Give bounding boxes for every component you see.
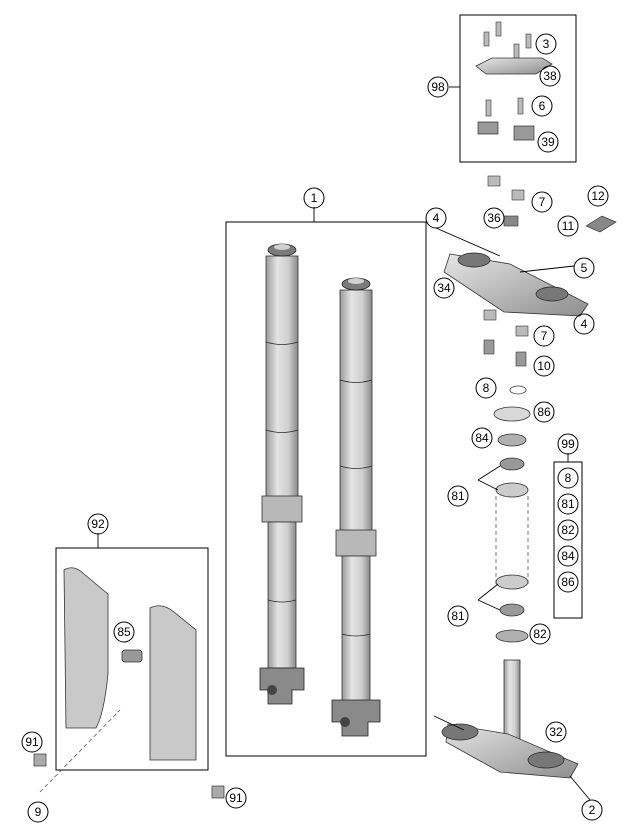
callout-81-upper[interactable]: 81: [447, 485, 469, 507]
callout-92[interactable]: 92: [87, 513, 109, 535]
callout-32[interactable]: 32: [545, 721, 567, 743]
callout-99[interactable]: 99: [557, 433, 579, 455]
svg-text:8: 8: [483, 381, 490, 395]
screw-right: [211, 785, 225, 799]
callout-36[interactable]: 36: [483, 207, 505, 229]
callout-7-lower[interactable]: 7: [533, 325, 555, 347]
handlebar-clamp-group: [449, 14, 577, 163]
svg-text:5: 5: [581, 261, 588, 275]
fork-guard-left: [63, 567, 109, 729]
callout-3[interactable]: 3: [535, 33, 557, 55]
kit-99-item: 86: [561, 575, 575, 589]
kit-99-list: 8 81 82 84 86: [553, 453, 583, 619]
svg-text:10: 10: [537, 359, 551, 373]
callout-91-right[interactable]: 91: [225, 787, 247, 809]
svg-text:7: 7: [541, 329, 548, 343]
callout-10[interactable]: 10: [533, 355, 555, 377]
bolt-line: [435, 227, 501, 257]
callout-82[interactable]: 82: [529, 623, 551, 645]
callout-1[interactable]: 1: [303, 187, 325, 209]
fork-guard-right: [149, 605, 197, 761]
clamp-kit-frame: [459, 14, 577, 163]
svg-text:85: 85: [117, 625, 131, 639]
svg-text:91: 91: [229, 791, 243, 805]
fork-guard-frame: [55, 547, 209, 771]
svg-text:38: 38: [543, 69, 557, 83]
svg-text:98: 98: [431, 80, 445, 94]
callout-85[interactable]: 85: [113, 621, 135, 643]
svg-text:6: 6: [539, 99, 546, 113]
callout-5[interactable]: 5: [573, 257, 595, 279]
callout-7-upper[interactable]: 7: [531, 191, 553, 213]
kit-99-frame: [553, 461, 583, 619]
callout-39[interactable]: 39: [537, 131, 559, 153]
callout-9[interactable]: 9: [27, 801, 49, 823]
upper-triple-clamp: [435, 175, 617, 367]
svg-text:86: 86: [537, 405, 551, 419]
svg-text:1: 1: [311, 191, 318, 205]
callout-6[interactable]: 6: [531, 95, 553, 117]
callout-34[interactable]: 34: [433, 277, 455, 299]
callout-2[interactable]: 2: [581, 799, 603, 821]
callout-11[interactable]: 11: [557, 215, 579, 237]
callout-38[interactable]: 38: [539, 65, 561, 87]
svg-text:81: 81: [451, 609, 465, 623]
callouts: 1 2 3 4 4 5 6 7 7 8 9 10 11 12 32 34 36 …: [21, 33, 609, 823]
svg-text:4: 4: [581, 317, 588, 331]
svg-text:91: 91: [25, 735, 39, 749]
kit-99-item: 81: [561, 497, 575, 511]
svg-text:34: 34: [437, 281, 451, 295]
callout-84[interactable]: 84: [471, 427, 493, 449]
callout-98[interactable]: 98: [427, 76, 449, 98]
svg-text:2: 2: [589, 803, 596, 817]
svg-text:36: 36: [487, 211, 501, 225]
callout-4-lower[interactable]: 4: [573, 313, 595, 335]
svg-text:3: 3: [543, 37, 550, 51]
callout-86[interactable]: 86: [533, 401, 555, 423]
svg-text:9: 9: [35, 805, 42, 819]
kit-99-item: 82: [561, 523, 575, 537]
kit-99-item: 84: [561, 549, 575, 563]
fork-group: [225, 207, 427, 757]
callout-81-lower[interactable]: 81: [447, 605, 469, 627]
screw-left: [33, 753, 47, 767]
svg-text:11: 11: [562, 219, 575, 233]
svg-text:99: 99: [561, 437, 575, 451]
svg-text:7: 7: [539, 195, 546, 209]
callout-4-upper[interactable]: 4: [425, 207, 447, 229]
svg-text:4: 4: [433, 211, 440, 225]
assembly-line: [39, 709, 121, 793]
clamp-bottom-right: [513, 125, 535, 141]
bolt-line: [519, 265, 575, 273]
lower-triple-clamp: [433, 659, 591, 801]
svg-text:84: 84: [475, 431, 489, 445]
steering-bearings: [477, 385, 531, 643]
callout-91-left[interactable]: 91: [21, 731, 43, 753]
fork-leg-left: [259, 243, 305, 705]
callout-8[interactable]: 8: [475, 377, 497, 399]
fork-guard-group: [33, 533, 225, 799]
callout-12[interactable]: 12: [587, 185, 609, 207]
kit-99-item: 8: [565, 471, 572, 485]
clamp-bottom-left: [477, 121, 499, 135]
fork-leg-right: [331, 277, 381, 737]
svg-text:92: 92: [91, 517, 105, 531]
svg-text:39: 39: [541, 135, 555, 149]
svg-text:82: 82: [533, 627, 547, 641]
guard-clip: [121, 649, 143, 663]
clamp-top: [475, 57, 553, 75]
svg-text:12: 12: [591, 189, 605, 203]
svg-text:32: 32: [549, 725, 563, 739]
svg-text:81: 81: [451, 489, 465, 503]
fork-group-frame: [225, 221, 427, 757]
